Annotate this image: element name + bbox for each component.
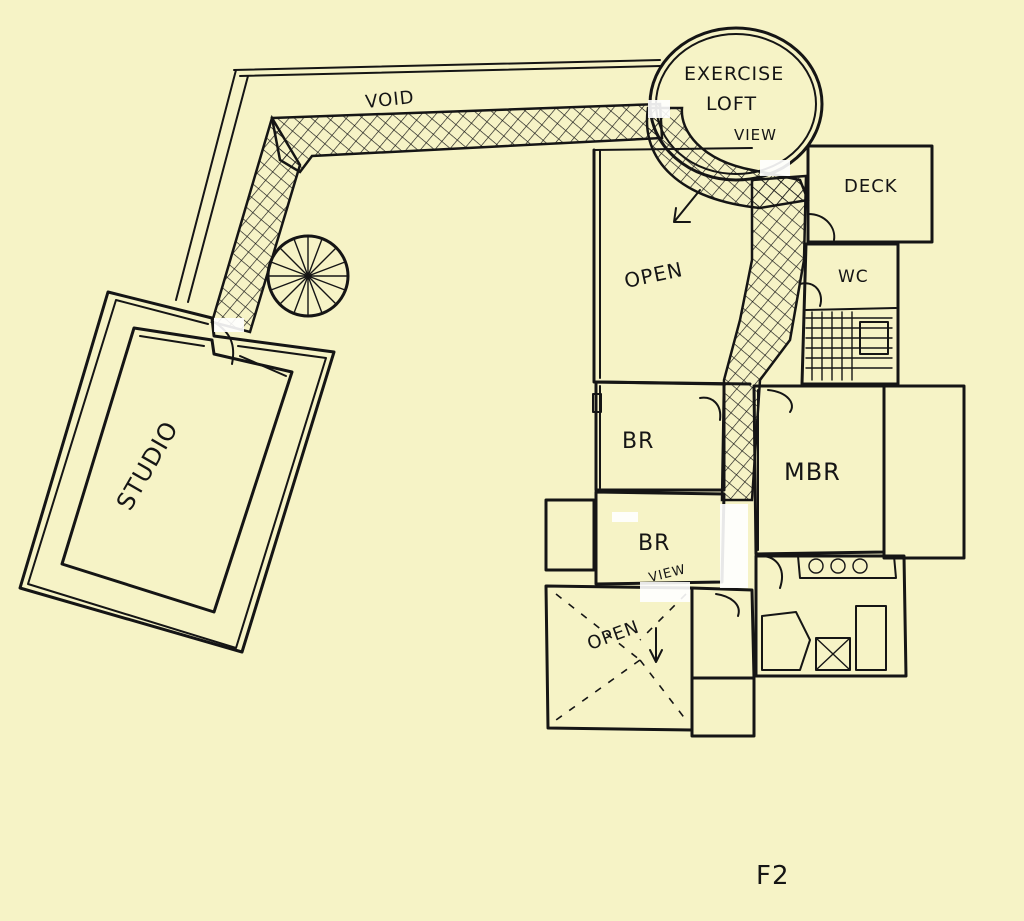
label-br-2: BR [638, 531, 670, 556]
exercise-loft [648, 26, 824, 182]
label-wc: WC [838, 267, 869, 287]
label-exercise-line2: LOFT [706, 93, 757, 115]
label-void: VOID [364, 87, 415, 113]
label-exercise-line3: VIEW [734, 126, 777, 144]
main-block [544, 144, 966, 738]
label-exercise-line1: EXERCISE [684, 63, 784, 85]
label-sheet-id: F2 [756, 861, 790, 891]
spiral-stair [266, 234, 350, 318]
void-outline [175, 59, 661, 303]
studio-block [18, 290, 336, 654]
label-mbr: MBR [784, 458, 841, 486]
label-open-upper: OPEN [622, 257, 685, 293]
label-br-1: BR [622, 429, 654, 454]
label-deck: DECK [844, 176, 898, 197]
label-studio: STUDIO [111, 416, 184, 515]
label-open-lower: OPEN [585, 617, 643, 655]
